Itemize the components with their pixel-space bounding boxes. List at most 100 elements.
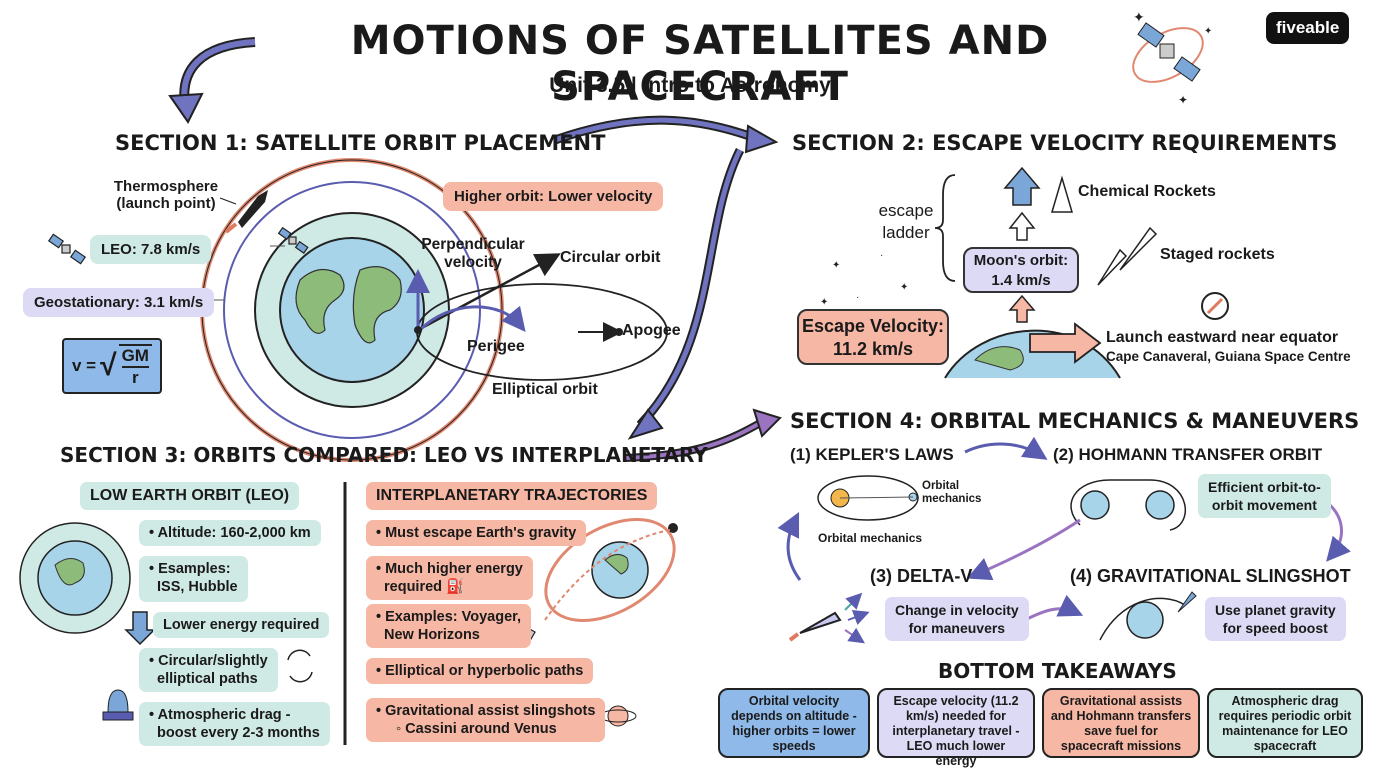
svg-text:✦: ✦ <box>1178 93 1188 107</box>
geostationary-pill: Geostationary: 3.1 km/s <box>23 288 215 317</box>
card1-line4: speeds <box>772 739 816 753</box>
card4-line3: maintenance for LEO <box>1222 724 1348 738</box>
inter-energy-line2-text: required <box>384 579 443 595</box>
takeaways-heading: BOTTOM TAKEAWAYS <box>938 659 1177 683</box>
perigee-label: Perigee <box>467 338 525 355</box>
escape-velocity-box: Escape Velocity: 11.2 km/s <box>797 309 949 365</box>
card2-line3: interplanetary travel - <box>892 724 1020 738</box>
formula-v: v = <box>72 356 97 375</box>
deltav-heading: (3) DELTA-V <box>870 566 973 586</box>
formula-denominator: r <box>131 368 139 387</box>
inter-item-escape: • Must escape Earth's gravity <box>366 520 587 546</box>
orbital-mechanics-label-right: Orbital mechanics <box>922 480 981 506</box>
efficient-line1: Efficient orbit-to- <box>1208 479 1321 495</box>
leo-item-paths: • Circular/slightly elliptical paths <box>139 648 278 692</box>
card2-line4: LEO much lower energy <box>906 739 1006 768</box>
orbital-mech-line2: mechanics <box>922 493 982 505</box>
thermosphere-label: Thermosphere (launch point) <box>110 178 222 212</box>
inter-slingshots-line2: ◦ Cassini around Venus <box>396 721 557 737</box>
card2-line2: km/s) needed for <box>905 709 1007 723</box>
change-line2: for maneuvers <box>908 620 1006 636</box>
inter-item-slingshots: • Gravitational assist slingshots ◦ Cass… <box>366 698 606 742</box>
launch-sites-label: Cape Canaveral, Guiana Space Centre <box>1106 349 1351 364</box>
leo-earth <box>19 522 131 634</box>
card3-line3: save fuel for <box>1084 724 1158 738</box>
section1-orbit-rings <box>200 158 668 462</box>
interplanetary-orbit <box>544 518 678 622</box>
card4-line2: requires periodic orbit <box>1218 709 1352 723</box>
card4-line4: spacecraft <box>1253 739 1317 753</box>
ladder-line1: escape <box>878 201 934 220</box>
leo-paths-line1: • Circular/slightly <box>149 653 268 669</box>
svg-text:✦: ✦ <box>1133 9 1145 25</box>
apogee-label: Apogee <box>622 322 681 339</box>
page-title: MOTIONS OF SATELLITES AND SPACECRAFT <box>350 18 1050 110</box>
header-satellite-icon: ✦ ✦ ✦ <box>1132 9 1212 107</box>
leo-item-examples: • Esamples: ISS, Hubble <box>139 556 248 602</box>
leo-examples-line1: • Esamples: <box>149 561 231 577</box>
use-planet-gravity-pill: Use planet gravity for speed boost <box>1205 597 1346 641</box>
section2-heading: SECTION 2: ESCAPE VELOCITY REQUIREMENTS <box>792 131 1338 155</box>
card3-line1: Gravitational assists <box>1059 694 1183 708</box>
cycle-arrows-icon <box>287 649 313 683</box>
section3-heading: SECTION 3: ORBITS COMPARED: LEO VS INTER… <box>60 443 708 467</box>
takeaway-card-1: Orbital velocity depends on altitude - h… <box>718 688 870 758</box>
formula-numerator: GM <box>121 346 149 368</box>
escape-line1: Escape Velocity: <box>801 316 945 336</box>
launch-eastward-label: Launch eastward near equator <box>1106 329 1339 346</box>
alarm-icon <box>102 689 134 721</box>
useplanet-line1: Use planet gravity <box>1215 602 1336 618</box>
down-arrow-icon <box>124 611 156 646</box>
svg-text:✦: ✦ <box>1204 26 1212 37</box>
thermosphere-line1: Thermosphere <box>113 178 219 195</box>
elliptical-orbit-label: Elliptical orbit <box>492 381 598 398</box>
perp-line1: Perpendicular <box>421 236 525 253</box>
orbital-velocity-formula: v = √ GM r <box>62 338 162 394</box>
slingshot-heading: (4) GRAVITATIONAL SLINGSHOT <box>1070 566 1351 586</box>
leo-examples-line2: ISS, Hubble <box>157 579 238 595</box>
card2-line1: Escape velocity (11.2 <box>893 694 1019 708</box>
section1-heading: SECTION 1: SATELLITE ORBIT PLACEMENT <box>115 131 606 155</box>
svg-text:·: · <box>856 292 859 303</box>
orbital-mech-line1: Orbital <box>922 480 960 492</box>
perpendicular-velocity-label: Perpendicular velocity <box>420 236 526 272</box>
fuel-pump-icon: ⛽ <box>446 579 465 595</box>
stars-sec2: ✦·✦ ✦· <box>820 250 908 308</box>
inter-energy-line2: required ⛽ <box>376 578 523 596</box>
leo-drag-line1: • Atmospheric drag - <box>149 707 291 723</box>
planet-ring-icon <box>599 705 637 727</box>
staged-rockets-label: Staged rockets <box>1160 246 1275 263</box>
escape-line2: 11.2 km/s <box>832 339 914 359</box>
satellite-icon-orbit <box>277 226 309 254</box>
section4-heading: SECTION 4: ORBITAL MECHANICS & MANEUVERS <box>790 409 1360 433</box>
card1-line2: depends on altitude - <box>731 709 857 723</box>
inter-energy-line1: • Much higher energy <box>376 561 523 577</box>
leo-drag-line2: boost every 2-3 months <box>157 725 320 741</box>
useplanet-line2: for speed boost <box>1222 620 1328 636</box>
interplanetary-title: INTERPLANETARY TRAJECTORIES <box>366 482 658 510</box>
sec1-to-sec2-arrow <box>553 115 779 154</box>
ladder-arrows <box>1003 166 1102 364</box>
circular-orbit-label: Circular orbit <box>560 249 661 266</box>
ladder-brace <box>934 174 956 282</box>
leo-paths-line2: elliptical paths <box>157 671 258 687</box>
chemical-rockets-label: Chemical Rockets <box>1078 183 1216 200</box>
fiveable-logo[interactable]: fiveable <box>1266 12 1350 44</box>
card3-line4: spacecraft missions <box>1060 739 1182 753</box>
rocket-icons-sec2 <box>1050 175 1158 286</box>
leo-item-drag: • Atmospheric drag - boost every 2-3 mon… <box>139 702 330 746</box>
takeaway-card-2: Escape velocity (11.2 km/s) needed for i… <box>877 688 1035 768</box>
svg-text:✦: ✦ <box>820 297 828 308</box>
inter-item-examples: • Examples: Voyager, New Horizons <box>366 604 532 648</box>
leo-item-altitude: • Altitude: 160-2,000 km <box>139 520 321 546</box>
moon-orbit-box: Moon's orbit: 1.4 km/s <box>963 247 1079 293</box>
takeaway-card-4: Atmospheric drag requires periodic orbit… <box>1207 688 1363 758</box>
kepler-diagram <box>817 475 919 521</box>
rocket-icon <box>224 190 268 234</box>
sqrt-symbol: √ <box>100 349 117 382</box>
card3-line2: and Hohmann transfers <box>1050 709 1192 723</box>
compass-icon <box>1201 292 1229 320</box>
card1-line1: Orbital velocity <box>748 694 840 708</box>
inter-slingshots-line1: • Gravitational assist slingshots <box>376 703 596 719</box>
